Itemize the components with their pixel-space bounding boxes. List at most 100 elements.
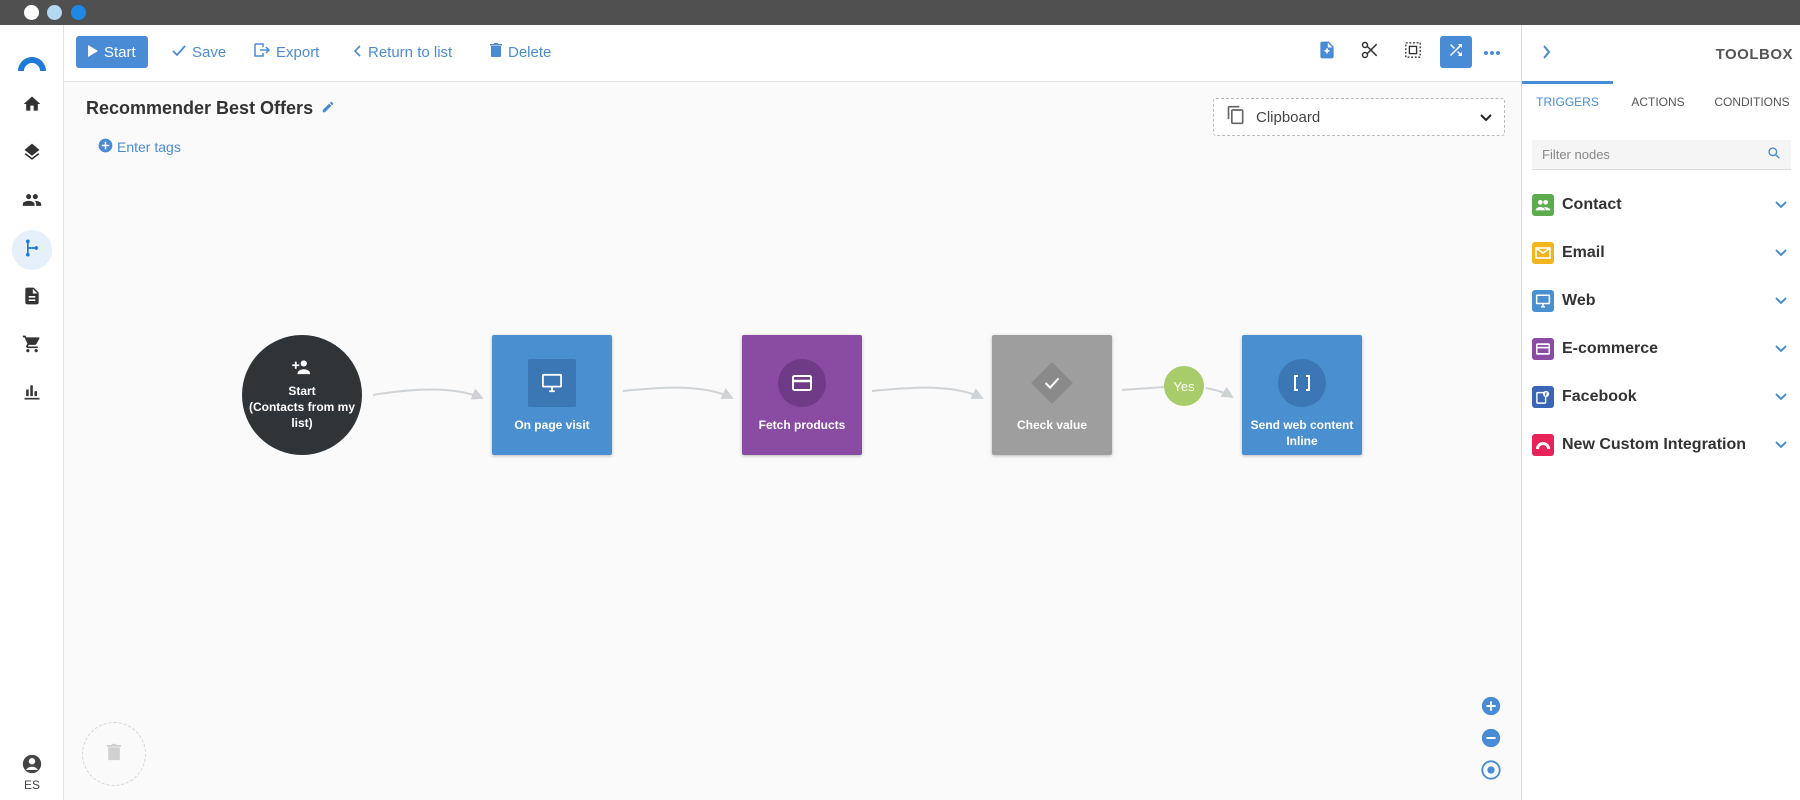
cart-icon — [22, 334, 42, 359]
flow-node-start[interactable]: Start (Contacts from my list) — [242, 335, 362, 455]
minus-circle-icon — [1480, 728, 1502, 753]
flow-node-fetch-products[interactable]: Fetch products — [742, 335, 862, 455]
sidebar-item-contacts[interactable] — [12, 182, 52, 222]
export-button-label: Export — [276, 43, 320, 61]
play-icon — [88, 44, 98, 61]
center-view-button[interactable] — [1480, 759, 1502, 781]
tab-conditions[interactable]: CONDITIONS — [1714, 95, 1790, 109]
trash-icon — [107, 743, 121, 766]
filter-nodes-input[interactable] — [1542, 147, 1767, 162]
shuffle-layout-button[interactable] — [1440, 36, 1472, 68]
sidebar-item-automation[interactable] — [12, 230, 52, 270]
app-logo-icon[interactable] — [16, 45, 48, 77]
filter-nodes-field[interactable] — [1532, 140, 1791, 170]
return-to-list-label: Return to list — [368, 43, 453, 61]
clipboard-dropdown[interactable]: Clipboard — [1213, 98, 1505, 136]
check-diamond-icon — [1028, 359, 1076, 407]
category-new-custom-integration[interactable]: New Custom Integration — [1532, 421, 1791, 469]
flow-title-text: Recommender Best Offers — [86, 98, 314, 118]
flow-node-start-label: Start (Contacts from my list) — [248, 384, 355, 430]
envelope-icon — [1532, 242, 1554, 264]
monitor-icon — [1532, 290, 1554, 312]
category-ecommerce-label: E-commerce — [1562, 340, 1659, 357]
return-to-list-button[interactable]: Return to list — [353, 36, 453, 68]
category-facebook-label: Facebook — [1562, 388, 1637, 405]
plus-circle-icon — [1480, 696, 1502, 721]
trash-drop-zone[interactable] — [82, 722, 146, 786]
integration-icon — [1532, 434, 1554, 456]
trash-icon — [490, 43, 502, 61]
contacts-icon — [21, 190, 43, 215]
category-web-label: Web — [1562, 292, 1596, 309]
chevron-right-icon[interactable] — [1542, 45, 1551, 64]
flow-node-send-web-content[interactable]: Send web content Inline — [1242, 335, 1362, 455]
start-button-label: Start — [104, 43, 136, 61]
edit-pencil-icon[interactable] — [321, 98, 335, 119]
chevron-down-icon — [1775, 196, 1787, 214]
flow-canvas[interactable]: Recommender Best Offers Enter tags Clipb… — [64, 82, 1521, 800]
category-email[interactable]: Email — [1532, 229, 1791, 277]
toolbox-title: TOOLBOX — [1715, 46, 1793, 63]
chevron-down-icon — [1775, 436, 1787, 454]
facebook-icon — [1532, 386, 1554, 408]
new-page-button[interactable] — [1311, 36, 1343, 68]
flow-title: Recommender Best Offers — [86, 98, 335, 119]
category-facebook[interactable]: Facebook — [1532, 373, 1791, 421]
reports-icon — [22, 382, 42, 407]
card-icon — [1532, 338, 1554, 360]
window-close-button[interactable] — [24, 5, 39, 20]
chevron-down-icon — [1775, 292, 1787, 310]
flow-node-send-web-content-label: Send web content Inline — [1250, 418, 1354, 448]
clipboard-label: Clipboard — [1256, 108, 1321, 126]
window-maximize-button[interactable] — [71, 5, 86, 20]
yes-branch-badge[interactable]: Yes — [1164, 366, 1204, 406]
sidebar-item-documents[interactable] — [12, 278, 52, 318]
window-titlebar — [0, 0, 1800, 25]
flow-node-check-value[interactable]: Check value — [992, 335, 1112, 455]
enter-tags-label: Enter tags — [117, 139, 181, 155]
category-ecommerce[interactable]: E-commerce — [1532, 325, 1791, 373]
connector-4b — [1205, 386, 1234, 399]
zoom-out-button[interactable] — [1480, 727, 1502, 749]
category-email-label: Email — [1562, 244, 1605, 261]
more-options-button[interactable] — [1476, 36, 1508, 68]
tab-triggers[interactable]: TRIGGERS — [1536, 95, 1599, 109]
tab-actions[interactable]: ACTIONS — [1631, 95, 1685, 109]
save-button[interactable]: Save — [172, 36, 226, 68]
sidebar-item-layers[interactable] — [12, 134, 52, 174]
flow-node-check-value-label: Check value — [1016, 418, 1088, 432]
category-web[interactable]: Web — [1532, 277, 1791, 325]
more-horizontal-icon — [1483, 43, 1501, 61]
search-icon[interactable] — [1767, 146, 1781, 163]
select-frame-icon — [1404, 41, 1422, 64]
active-tab-indicator — [1522, 81, 1613, 84]
chevron-down-icon — [1775, 244, 1787, 262]
toolbox-header: TOOLBOX — [1522, 25, 1800, 82]
export-button[interactable]: Export — [254, 36, 319, 68]
clipboard-icon — [1226, 105, 1246, 129]
card-icon — [778, 359, 826, 407]
user-account[interactable]: ES — [0, 753, 64, 792]
connector-3 — [871, 386, 984, 399]
shuffle-icon — [1447, 41, 1465, 64]
sidebar-item-reports[interactable] — [12, 374, 52, 414]
left-sidebar: ES — [0, 25, 64, 800]
start-button[interactable]: Start — [76, 36, 148, 68]
select-area-button[interactable] — [1397, 36, 1429, 68]
category-contact[interactable]: Contact — [1532, 181, 1791, 229]
cut-button[interactable] — [1354, 36, 1386, 68]
check-icon — [172, 44, 186, 61]
sidebar-item-ecommerce[interactable] — [12, 326, 52, 366]
home-icon — [22, 94, 42, 119]
export-icon — [254, 43, 271, 61]
delete-button[interactable]: Delete — [490, 36, 551, 68]
sidebar-item-home[interactable] — [12, 86, 52, 126]
enter-tags-button[interactable]: Enter tags — [98, 138, 181, 156]
flow-node-on-page-visit[interactable]: On page visit — [492, 335, 612, 455]
chevron-left-icon — [353, 44, 362, 61]
document-icon — [22, 286, 42, 311]
window-minimize-button[interactable] — [47, 5, 62, 20]
chevron-down-icon — [1775, 340, 1787, 358]
scissors-icon — [1360, 40, 1380, 65]
zoom-in-button[interactable] — [1480, 695, 1502, 717]
